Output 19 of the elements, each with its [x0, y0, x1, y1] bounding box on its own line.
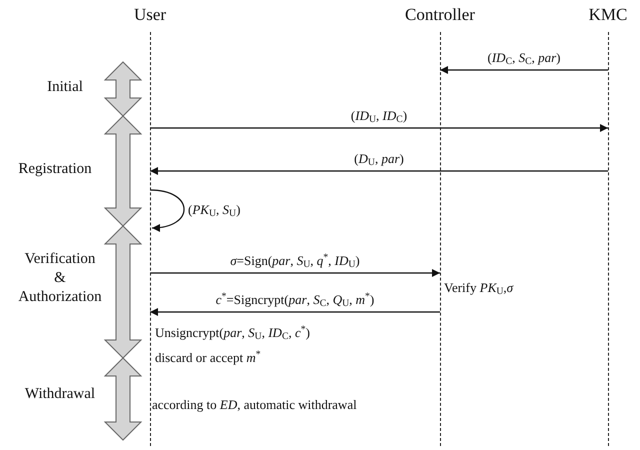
phase-label: Verification & Authorization	[18, 250, 102, 306]
phase-label: Withdrawal	[24, 385, 96, 404]
message-arrow	[150, 308, 440, 316]
lifeline-title: Controller	[404, 4, 476, 26]
message-arrow	[440, 66, 608, 74]
message-arrow	[150, 269, 440, 277]
edge-label: σ=Sign(par, S$_{U}$, q$^{*}$, ID$_{U}$)	[228, 251, 362, 270]
phase-label: Initial	[46, 78, 84, 97]
message-arrow	[150, 189, 184, 232]
message-arrow	[150, 124, 608, 132]
note: according to ED, automatic withdrawal	[152, 397, 357, 414]
phase-label: Registration	[17, 160, 93, 179]
note: discard or accept m$^{*}$	[155, 350, 261, 366]
note: Unsigncrypt(par, S$_{U}$, ID$_{C}$, c$^{*}$)	[155, 325, 310, 342]
note: Verify PK$_{U}$,σ	[444, 280, 514, 296]
lifeline-title: KMC	[588, 4, 628, 26]
edge-label: c$^{*}$=Signcrypt(par, S$_{C}$, Q$_{U}$, m$^{*}$)	[214, 290, 376, 310]
lifeline-title: User	[132, 4, 168, 26]
message-arrow	[150, 167, 608, 175]
